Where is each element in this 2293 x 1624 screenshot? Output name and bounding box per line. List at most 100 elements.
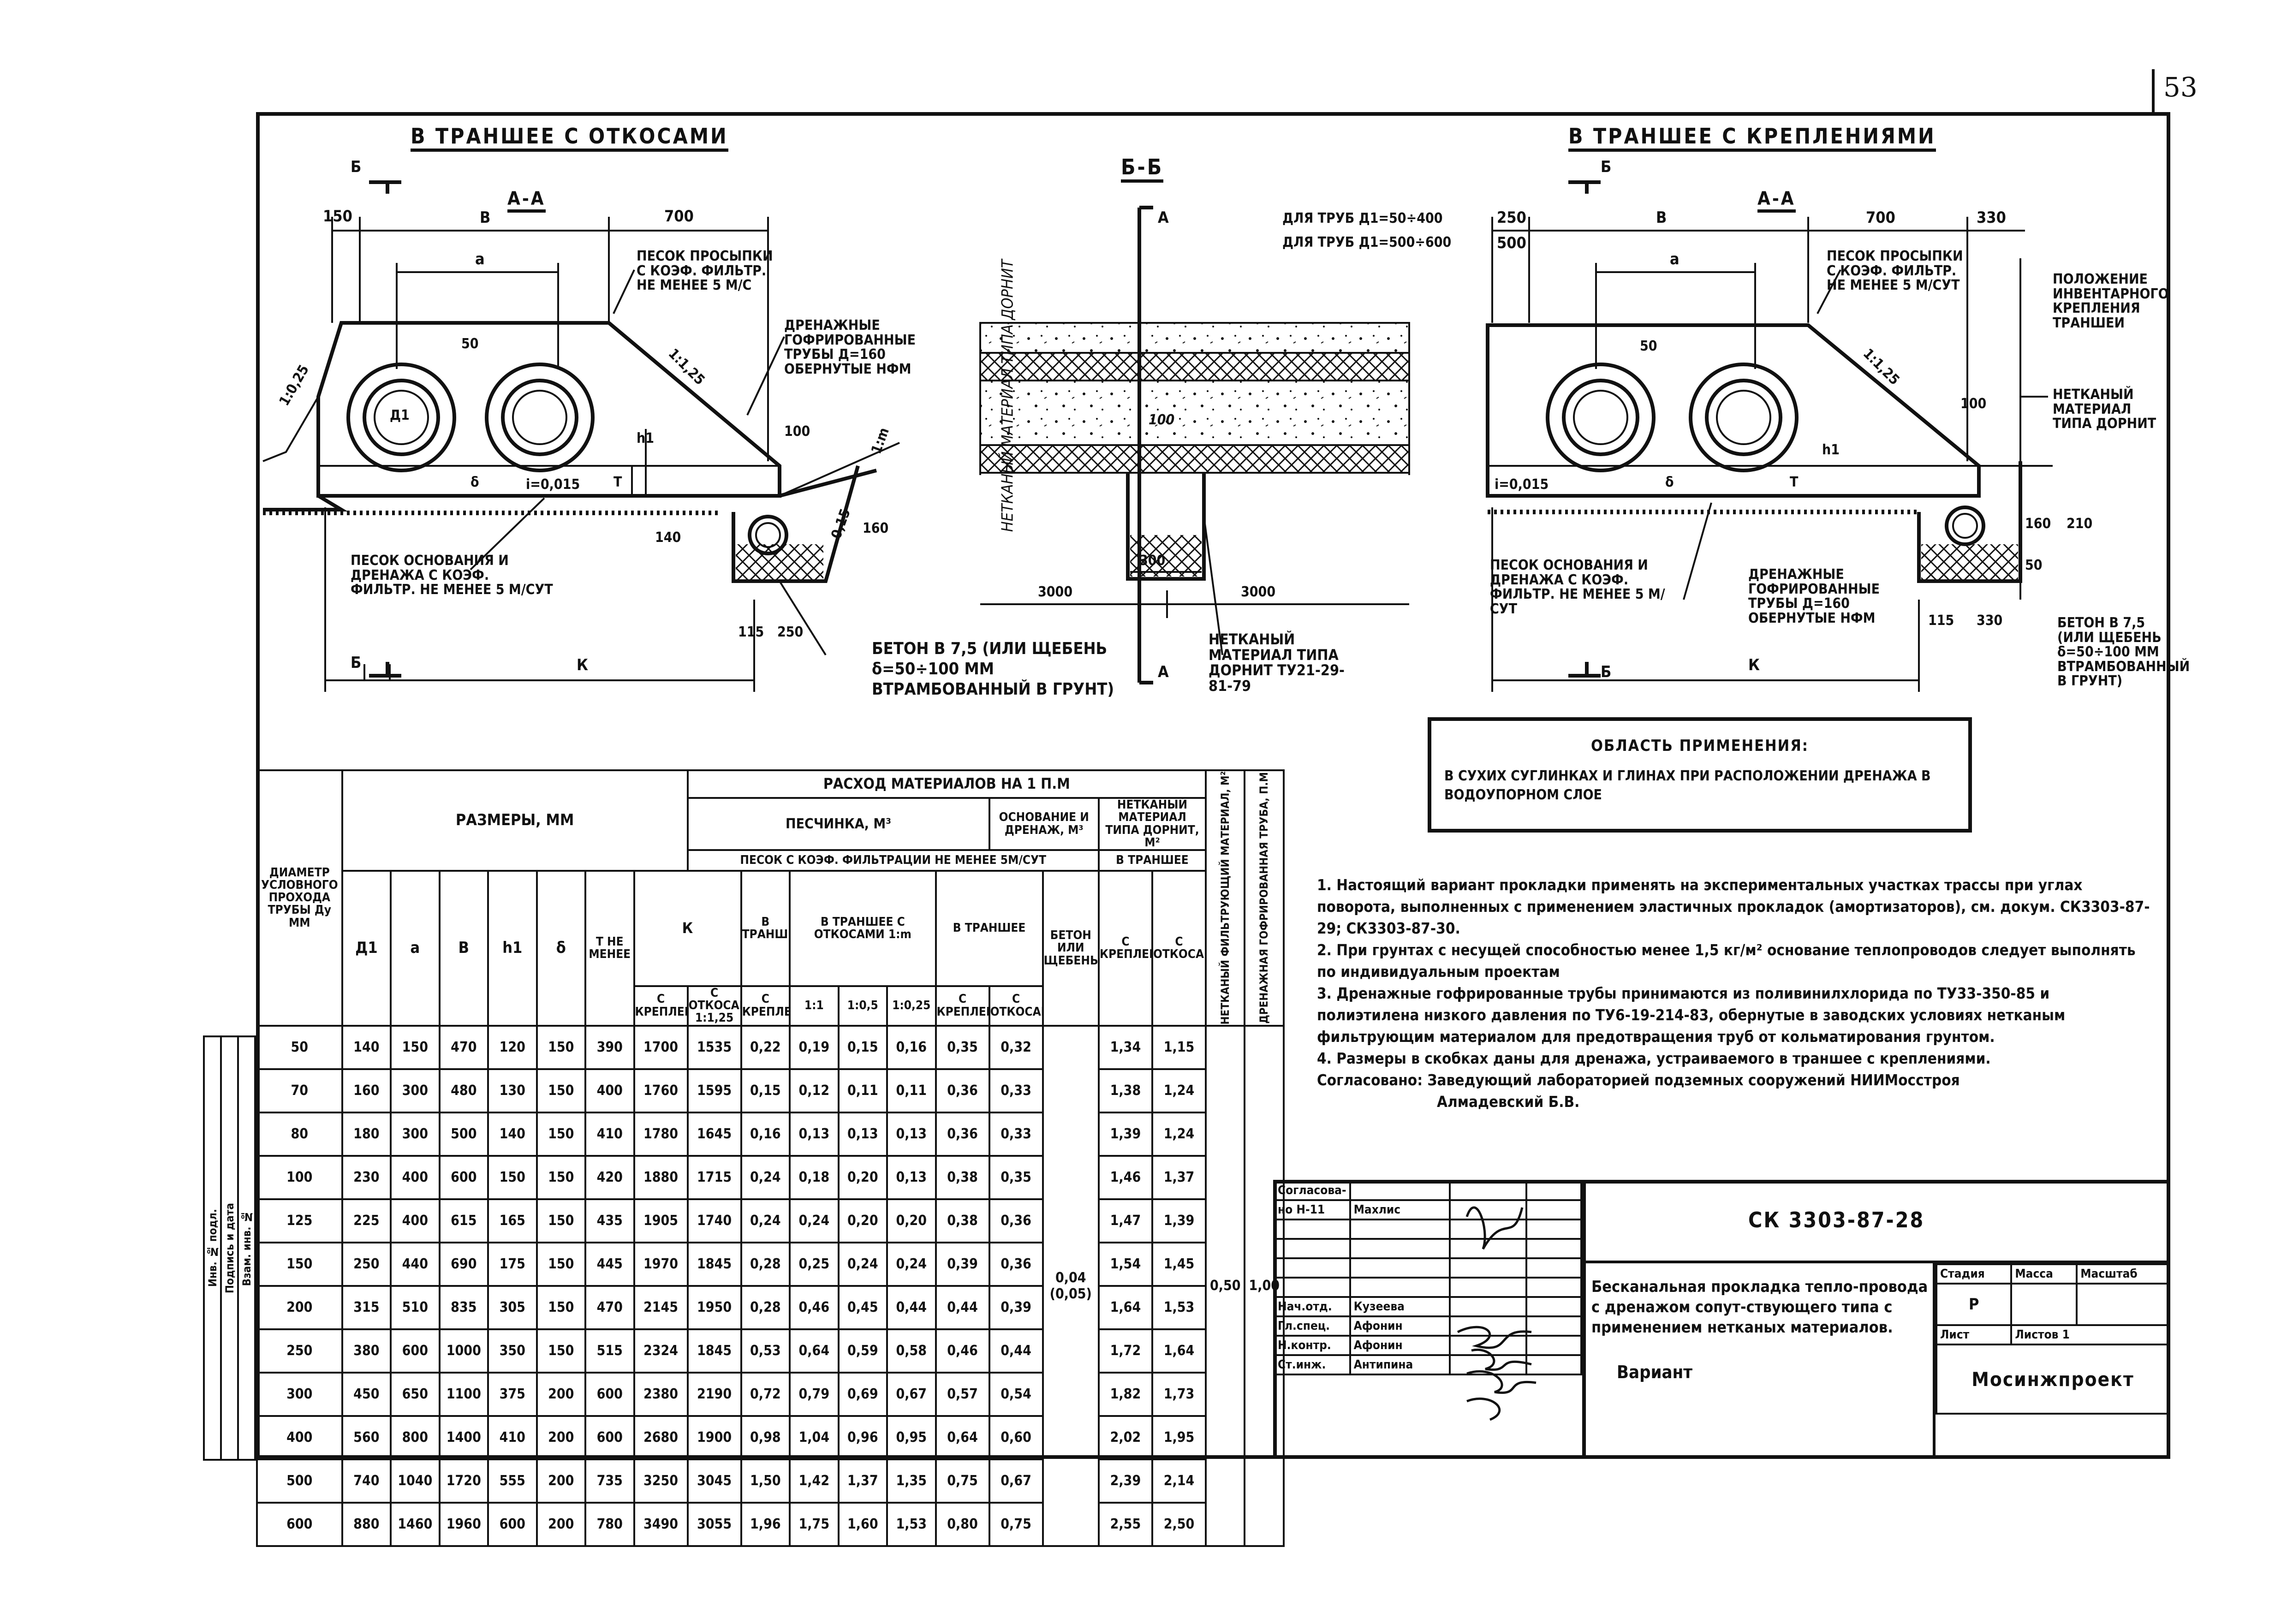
header-b-slopes: С ОТКОСАМИ [988,985,1044,1027]
table-cell: 0,20 [837,1154,888,1200]
table-cell: 450 [341,1371,392,1417]
table-cell: 0,13 [886,1111,937,1157]
table-cell: 410 [584,1111,635,1157]
stamp-agreed-name: Махлис [1349,1199,1451,1220]
table-cell: 1715 [686,1154,742,1200]
header-sand-filter-note: ПЕСОК С КОЭФ. ФИЛЬТРАЦИИ НЕ МЕНЕЕ 5М/СУТ [686,849,1100,872]
table-cell: 1,54 [1097,1241,1153,1287]
table-cell: 0,38 [935,1198,990,1243]
table-cell: 1,75 [789,1501,840,1547]
table-cell: 1905 [633,1198,689,1243]
right-dim-210: 210 [2067,516,2093,532]
table-cell: 2145 [633,1285,689,1330]
header-diameter: ДИАМЕТР УСЛОВНОГО ПРОХОДА ТРУБЫ Ду ММ [256,769,343,1027]
table-cell: 555 [487,1458,538,1504]
header-k-brace: С КРЕПЛЕНИЯМИ [633,985,689,1027]
sheet-number-divider [2152,69,2155,113]
right-dim-a: а [1670,250,1680,268]
table-cell: 1,42 [789,1458,840,1504]
header-k-slopes: С ОТКОСАМИ 1:1,25 [686,985,742,1027]
table-cell: 400 [256,1415,343,1460]
table-cell: 1,47 [1097,1198,1153,1243]
middle-section-drawing [979,206,1410,684]
table-cell: 0,33 [988,1068,1044,1113]
signatures [1457,1206,1537,1421]
left-label-sand-filter: ПЕСОК ПРОСЫПКИ С КОЭФ. ФИЛЬТР. НЕ МЕНЕЕ … [637,248,773,293]
table-cell: 125 [256,1198,343,1243]
left-label-sand-base: ПЕСОК ОСНОВАНИЯ И ДРЕНАЖА С КОЭФ. ФИЛЬТР… [351,553,553,598]
table-cell: 160 [341,1068,392,1113]
table-cell: 1,60 [837,1501,888,1547]
table-cell: 200 [536,1501,587,1547]
table-cell: 1645 [686,1111,742,1157]
table-cell: 445 [584,1241,635,1287]
header-sizes: РАЗМЕРЫ, ММ [341,769,689,872]
table-cell: 0,24 [740,1154,791,1200]
left-cut-label: А-А [507,188,546,213]
header-in-trench-slopes: В ТРАНШЕЕ С ОТКОСАМИ 1:m [789,870,937,987]
table-cell: 1900 [686,1415,742,1460]
table-cell: 1,96 [740,1501,791,1547]
right-dim-700: 700 [1866,208,1895,227]
right-dim-500: 500 [1497,234,1526,252]
table-cell: 150 [256,1241,343,1287]
header-n-brace: С КРЕПЛЕНИЯМИ [1097,870,1153,1027]
table-cell: 0,57 [935,1371,990,1417]
table-cell: 0,36 [935,1111,990,1157]
middle-dim-100: 100 [1149,412,1175,428]
table-cell: 150 [536,1198,587,1243]
stamp-role: Н.контр. [1273,1335,1351,1356]
table-cell: 0,33 [988,1111,1044,1157]
middle-label-nonwoven: НЕТКАНЫЙ МАТЕРИАЛ ТИПА ДОРНИТ ТУ21-29-81… [1209,631,1345,695]
table-cell: 1400 [438,1415,489,1460]
right-label-sand-base: ПЕСОК ОСНОВАНИЯ И ДРЕНАЖА С КОЭФ. ФИЛЬТР… [1490,557,1665,617]
document-code: СК 3303-87-28 [1748,1208,1925,1232]
left-dim-160: 160 [863,520,889,536]
table-cell: 0,45 [837,1285,888,1330]
right-dim-t: Т [1790,474,1799,490]
sheet-number: 53 [2163,71,2198,103]
right-dim-delta: δ [1665,474,1674,490]
header-s-3: 1:0,25 [886,985,937,1027]
table-cell: 250 [341,1241,392,1287]
right-section-mark-bottom: Б [1601,663,1612,681]
table-cell: 500 [256,1458,343,1504]
header-s-2: 1:0,5 [837,985,888,1027]
table-cell: 0,46 [789,1285,840,1330]
table-cell: 150 [487,1154,538,1200]
table-cell: 0,25 [789,1241,840,1287]
right-dim-50: 50 [1640,338,1657,354]
table-cell: 0,96 [837,1415,888,1460]
right-dim-160: 160 [2025,516,2051,532]
stamp-role: Гл.спец. [1273,1315,1351,1337]
table-cell: 510 [390,1285,441,1330]
header-in-trench-3: В ТРАНШЕЕ [1097,849,1207,872]
note-item: 2. При грунтах с несущей способностью ме… [1317,941,2136,981]
table-cell: 0,22 [740,1024,791,1070]
table-cell: 735 [584,1458,635,1504]
table-cell: 380 [341,1328,392,1374]
middle-dim-3000-left: 3000 [1038,584,1073,600]
table-cell: 3055 [686,1501,742,1547]
table-cell: 0,12 [789,1068,840,1113]
table-cell: 0,80 [935,1501,990,1547]
table-cell: 0,72 [740,1371,791,1417]
table-cell: 80 [256,1111,343,1157]
sidebar-col1: Инв. № подл. [206,1209,219,1287]
table-cell: 50 [256,1024,343,1070]
header-b-brace: С КРЕПЛЕНИЯМИ [935,985,990,1027]
left-dim-i: i=0,015 [526,476,580,493]
table-cell: 180 [341,1111,392,1157]
right-label-drain-pipes: ДРЕНАЖНЫЕ ГОФРИРОВАННЫЕ ТРУБЫ Д=160 ОБЕР… [1748,566,1880,626]
approval-sidebar: Инв. № подл. Подпись и дата Взам. инв. № [203,1035,256,1461]
table-cell: 0,11 [886,1068,937,1113]
header-t: Т НЕ МЕНЕЕ [584,870,635,1027]
header-k: К [633,870,742,987]
table-cell: 515 [584,1328,635,1374]
header-a: а [390,870,441,1027]
